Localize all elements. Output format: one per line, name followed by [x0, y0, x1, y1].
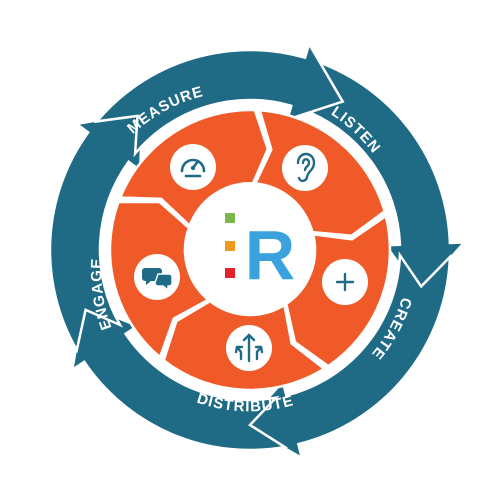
logo-square-green: [225, 213, 235, 223]
logo: R: [225, 213, 295, 294]
speedometer-icon: [170, 144, 216, 190]
logo-square-red: [225, 268, 235, 278]
outer-ring-arrows: [48, 40, 468, 461]
split-arrows-icon: [226, 325, 272, 371]
center-circle: [185, 182, 315, 312]
logo-square-orange: [225, 241, 235, 251]
logo-letter: R: [245, 216, 296, 294]
ring-arrow-measure: [93, 40, 345, 158]
plus-icon: [322, 259, 368, 305]
ear-icon: [282, 145, 328, 191]
chat-bubbles-icon: [134, 254, 180, 300]
